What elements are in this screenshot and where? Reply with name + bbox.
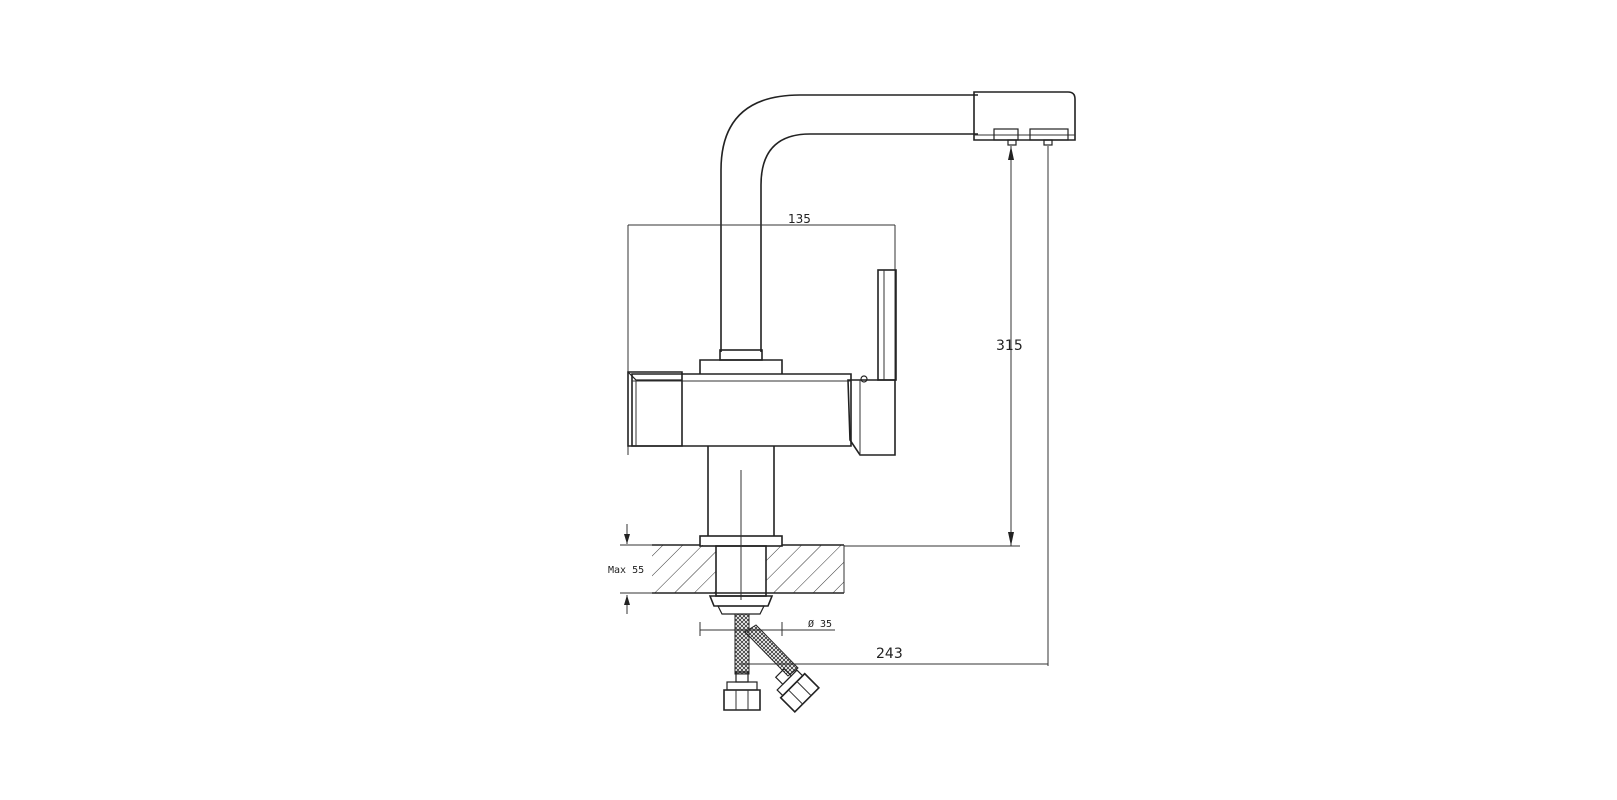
width-dimension-label: 135	[788, 212, 811, 226]
reach-dimension: 243	[741, 146, 1049, 666]
spout-head	[973, 91, 1076, 146]
thickness-dimension: Max 55	[608, 524, 652, 614]
height-dimension-label: 315	[996, 338, 1023, 354]
right-handle	[847, 269, 897, 456]
faucet-body	[631, 359, 852, 536]
countertop-section	[652, 544, 1020, 594]
flexible-hoses	[723, 613, 821, 714]
hole-diameter-label: Ø 35	[808, 618, 832, 630]
thickness-dimension-label: Max 55	[608, 565, 644, 576]
height-dimension: 315	[996, 146, 1023, 546]
spout	[719, 94, 978, 361]
reach-dimension-label: 243	[876, 646, 903, 662]
hole-diameter-dimension: Ø 35	[699, 618, 835, 636]
left-handle	[627, 371, 683, 447]
mounting-shank	[699, 470, 783, 615]
